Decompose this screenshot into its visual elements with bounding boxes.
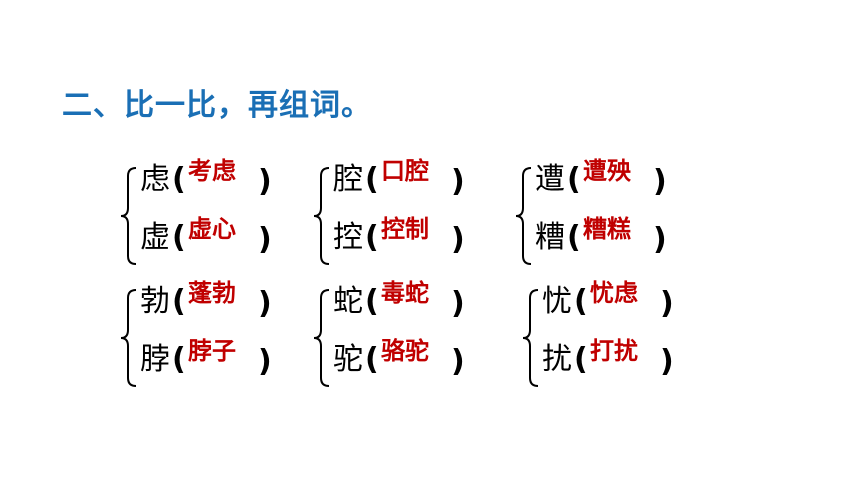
character: 腔	[333, 162, 363, 197]
answer-word: 虚心	[188, 215, 236, 243]
answer-word: 骆驼	[381, 337, 429, 365]
character: 扰	[542, 342, 572, 377]
close-paren: )	[451, 344, 465, 379]
character: 糟	[535, 220, 565, 255]
open-paren: (	[365, 284, 379, 319]
close-paren: )	[660, 286, 674, 321]
open-paren: (	[574, 342, 588, 377]
character: 遭	[535, 162, 565, 197]
answer-word: 口腔	[381, 157, 429, 185]
close-paren: )	[660, 344, 674, 379]
brace-icon	[313, 167, 330, 265]
answer-word: 忧虑	[590, 279, 638, 307]
character: 勃	[140, 284, 170, 319]
answer-word: 糟糕	[583, 215, 631, 243]
open-paren: (	[172, 342, 186, 377]
brace-icon	[120, 167, 137, 265]
open-paren: (	[365, 162, 379, 197]
open-paren: (	[567, 162, 581, 197]
character: 忧	[542, 284, 572, 319]
close-paren: )	[258, 286, 272, 321]
character: 蛇	[333, 284, 363, 319]
answer-word: 打扰	[590, 337, 638, 365]
character: 虑	[140, 162, 170, 197]
close-paren: )	[653, 222, 667, 257]
answer-word: 脖子	[188, 337, 236, 365]
open-paren: (	[172, 284, 186, 319]
answer-word: 遭殃	[583, 157, 631, 185]
answer-word: 蓬勃	[188, 279, 236, 307]
brace-icon	[515, 167, 532, 265]
close-paren: )	[258, 222, 272, 257]
close-paren: )	[653, 164, 667, 199]
close-paren: )	[258, 164, 272, 199]
page-title: 二、比一比，再组词。	[62, 88, 372, 123]
word-pair-group-4: 勃 ( 蓬勃 ) 脖 ( 脖子 )	[120, 279, 280, 394]
open-paren: (	[172, 162, 186, 197]
close-paren: )	[451, 286, 465, 321]
close-paren: )	[258, 344, 272, 379]
word-pair-group-1: 虑 ( 考虑 ) 虚 ( 虚心 )	[120, 157, 280, 272]
open-paren: (	[574, 284, 588, 319]
character: 控	[333, 220, 363, 255]
word-pair-group-3: 遭 ( 遭殃 ) 糟 ( 糟糕 )	[515, 157, 675, 272]
brace-icon	[522, 289, 539, 387]
open-paren: (	[172, 220, 186, 255]
brace-icon	[313, 289, 330, 387]
character: 脖	[140, 342, 170, 377]
word-pair-group-2: 腔 ( 口腔 ) 控 ( 控制 )	[313, 157, 473, 272]
answer-word: 控制	[381, 215, 429, 243]
open-paren: (	[365, 342, 379, 377]
answer-word: 毒蛇	[381, 279, 429, 307]
open-paren: (	[567, 220, 581, 255]
answer-word: 考虑	[188, 157, 236, 185]
word-pair-group-5: 蛇 ( 毒蛇 ) 驼 ( 骆驼 )	[313, 279, 473, 394]
close-paren: )	[451, 222, 465, 257]
character: 驼	[333, 342, 363, 377]
word-pair-group-6: 忧 ( 忧虑 ) 扰 ( 打扰 )	[522, 279, 682, 394]
open-paren: (	[365, 220, 379, 255]
brace-icon	[120, 289, 137, 387]
character: 虚	[140, 220, 170, 255]
close-paren: )	[451, 164, 465, 199]
